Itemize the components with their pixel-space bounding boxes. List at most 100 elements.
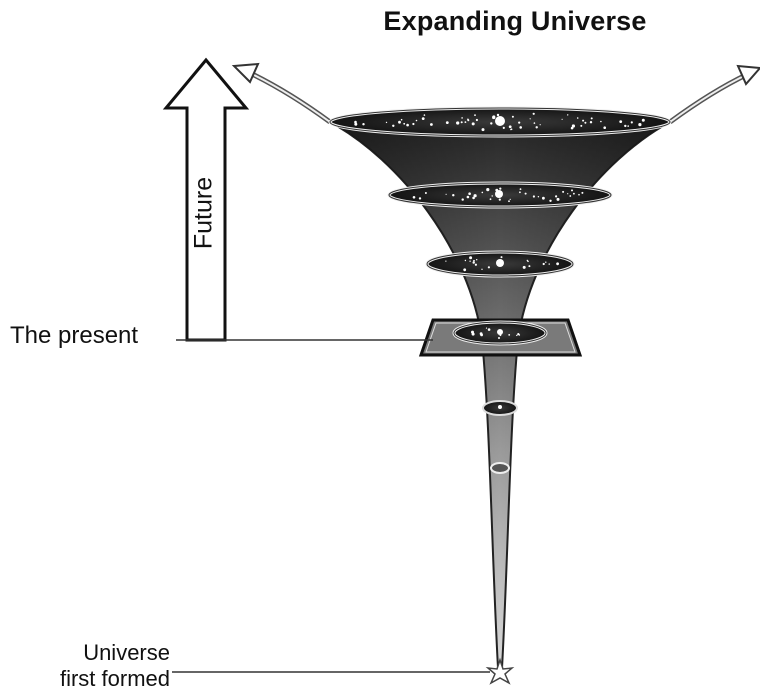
star-dot xyxy=(476,259,478,261)
star-dot xyxy=(582,119,585,122)
star-dot xyxy=(403,122,406,125)
star-dot xyxy=(481,191,484,194)
future-label: Future xyxy=(189,176,218,250)
star-dot xyxy=(463,268,467,272)
star-dot xyxy=(418,197,422,200)
star-dot xyxy=(556,197,560,201)
star-dot xyxy=(641,118,645,122)
star-dot xyxy=(474,263,477,266)
star-dot xyxy=(529,118,531,120)
star-dot xyxy=(472,261,475,264)
star-dot xyxy=(498,198,501,201)
origin-star-icon xyxy=(485,657,515,685)
star-dot xyxy=(468,192,471,195)
star-dot xyxy=(485,327,488,329)
star-dot xyxy=(542,262,545,266)
star-dot xyxy=(532,112,535,115)
star-dot xyxy=(487,328,491,331)
star-dot xyxy=(445,193,447,195)
universe-disc-1 xyxy=(328,106,672,138)
universe-disc-3 xyxy=(425,250,575,278)
present-label: The present xyxy=(10,322,139,349)
star-dot xyxy=(502,126,505,129)
star-dot xyxy=(519,188,522,191)
star-dot xyxy=(466,195,470,199)
star-dot xyxy=(499,187,502,190)
formed-label-line1: Universe xyxy=(83,640,170,665)
star-dot xyxy=(511,115,514,118)
star-dot xyxy=(486,188,490,192)
universe-disc-present xyxy=(452,320,548,346)
star-dot xyxy=(578,193,580,196)
star-dot xyxy=(354,122,358,126)
star-dot xyxy=(600,120,602,123)
star-dot xyxy=(492,115,496,119)
star-dot xyxy=(474,114,476,116)
star-dot xyxy=(589,121,593,124)
star-dot xyxy=(508,334,511,336)
star-dot xyxy=(464,121,467,123)
star-dot xyxy=(571,124,576,128)
star-dot xyxy=(545,261,547,263)
star-dot xyxy=(481,268,483,270)
star-dot xyxy=(555,195,558,198)
star-dot xyxy=(464,259,467,262)
star-dot xyxy=(489,198,492,201)
star-dot xyxy=(406,123,409,127)
star-dot xyxy=(510,128,512,131)
universe-disc-2 xyxy=(387,181,613,209)
star-dot xyxy=(490,122,493,125)
universe-disc-past-2 xyxy=(490,462,510,474)
star-dot xyxy=(548,263,550,265)
star-dot xyxy=(528,265,531,268)
star-dot xyxy=(556,262,559,266)
star-dot xyxy=(533,122,536,124)
star-dot xyxy=(516,334,518,337)
star-dot xyxy=(603,126,606,129)
star-dot xyxy=(524,192,527,195)
star-dot xyxy=(581,191,584,194)
star-dot xyxy=(452,194,455,197)
star-dot xyxy=(456,121,460,125)
star-dot xyxy=(473,259,475,262)
star-dot xyxy=(573,192,575,195)
universe-disc-past-1 xyxy=(482,400,518,416)
star-dot xyxy=(495,188,499,191)
star-dot xyxy=(561,118,563,120)
star-dot xyxy=(624,124,627,128)
star-dot xyxy=(469,256,473,260)
star-dot xyxy=(549,199,552,202)
star-dot xyxy=(398,120,401,124)
star-dot xyxy=(570,126,574,130)
star-dot xyxy=(567,114,569,116)
star-dot xyxy=(532,195,536,198)
star-dot xyxy=(473,194,477,198)
star-dot xyxy=(423,114,426,116)
star-dot xyxy=(475,118,478,122)
star-dot xyxy=(542,196,545,200)
star-dot xyxy=(500,256,503,259)
star-dot xyxy=(571,189,573,192)
star-dot xyxy=(412,196,416,199)
star-dot xyxy=(584,121,587,124)
star-dot xyxy=(535,126,538,129)
star-dot xyxy=(508,125,512,129)
star-dot xyxy=(630,121,633,124)
star-dot xyxy=(467,119,470,122)
star-dot xyxy=(496,113,500,117)
star-dot xyxy=(619,120,623,123)
star-dot xyxy=(412,122,415,126)
future-arrow-icon xyxy=(162,57,250,342)
star-dot xyxy=(509,198,511,200)
star-dot xyxy=(461,198,464,201)
star-dot xyxy=(580,124,583,127)
star-dot xyxy=(481,128,485,132)
star-dot xyxy=(499,334,502,337)
star-dot xyxy=(498,337,500,339)
star-dot xyxy=(479,332,483,336)
star-dot xyxy=(487,266,490,269)
star-dot xyxy=(522,265,526,269)
star-dot xyxy=(445,260,447,262)
diagram-title: Expanding Universe xyxy=(383,6,647,36)
star-dot xyxy=(424,192,427,194)
